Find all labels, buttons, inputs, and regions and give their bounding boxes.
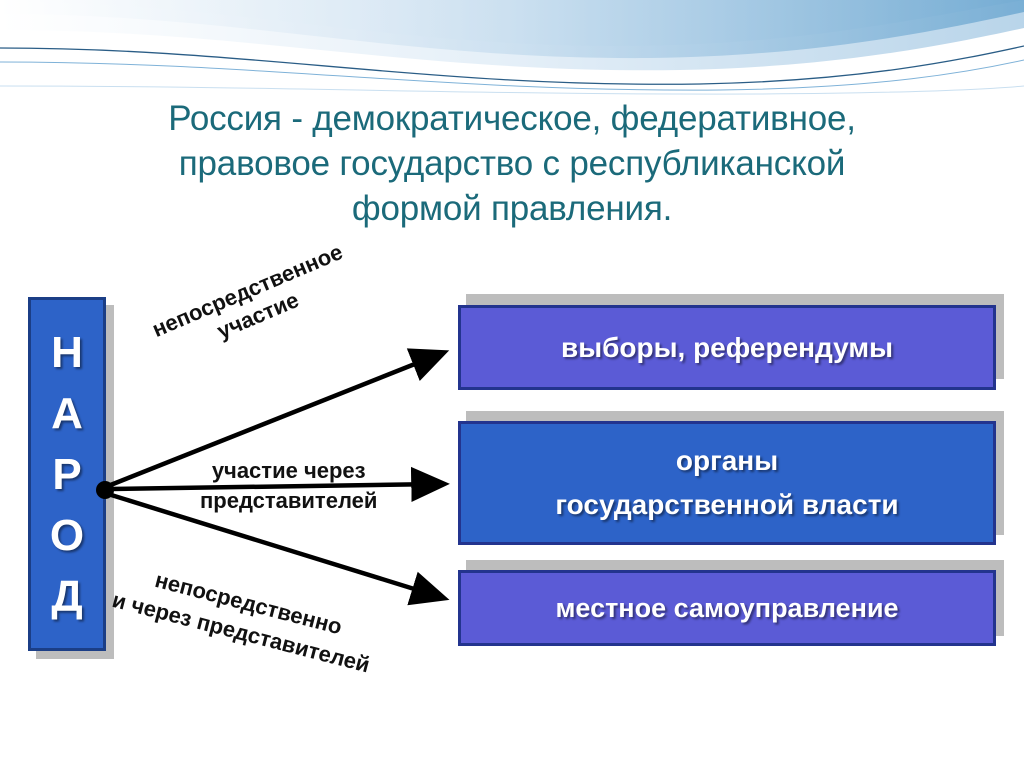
arrow-caption-direct: непосредственное участие — [148, 238, 357, 368]
people-letter-3: Р — [52, 449, 82, 499]
people-block: Н А Р О Д — [28, 297, 106, 651]
box-elections-label: выборы, референдумы — [560, 331, 893, 363]
people-letter-2: А — [51, 388, 83, 438]
people-letter-5: Д — [51, 571, 83, 621]
box-local-government-label: местное самоуправление — [555, 592, 899, 623]
box-local-government: местное самоуправление — [458, 570, 996, 646]
box-state-bodies-label-line2: государственной власти — [555, 489, 899, 520]
arrow-caption-through-representatives-line2: представителей — [200, 488, 378, 513]
title-line-2: правовое государство с республиканской — [178, 144, 846, 183]
slide-title: Россия - демократическое, федеративное, … — [20, 96, 1004, 231]
box-elections: выборы, референдумы — [458, 305, 996, 390]
box-state-bodies: органы государственной власти — [458, 421, 996, 545]
decorative-header-swoosh — [0, 0, 1024, 95]
arrow-caption-through-representatives: участие через представителей — [200, 456, 377, 516]
people-letter-4: О — [49, 510, 85, 560]
title-line-3: формой правления. — [351, 189, 673, 228]
arrow-caption-direct-and-through-representatives: непосредственно и через представителей — [109, 556, 380, 680]
box-state-bodies-label-line1: органы — [675, 445, 779, 476]
arrow-caption-through-representatives-line1: участие через — [211, 458, 366, 483]
people-letter-1: Н — [51, 327, 83, 377]
title-line-1: Россия - демократическое, федеративное, — [168, 99, 856, 138]
